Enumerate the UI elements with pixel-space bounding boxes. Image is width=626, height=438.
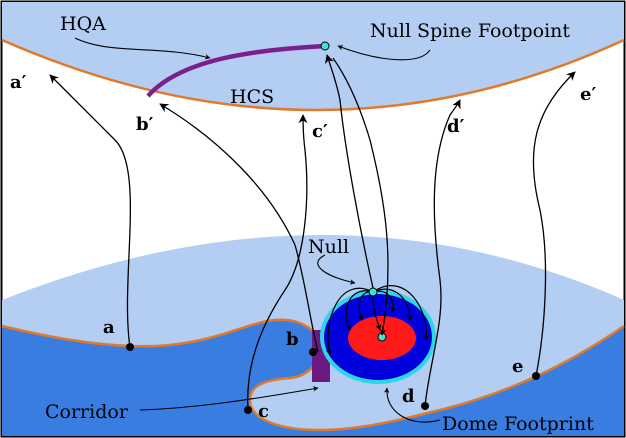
corridor-pointer xyxy=(139,386,319,411)
label-point-c: c xyxy=(258,401,269,422)
lower-sphere-boundary xyxy=(1,318,625,432)
label-hqa: HQA xyxy=(60,13,106,35)
label-point-a-prime: a′ xyxy=(10,72,27,93)
label-point-e-prime: e′ xyxy=(580,84,596,105)
dome-footprint-pointer xyxy=(383,387,441,423)
field-line-b-lower xyxy=(294,244,319,353)
point-e xyxy=(532,372,540,380)
label-dome-footprint: Dome Footprint xyxy=(442,413,594,435)
label-point-d-prime: d′ xyxy=(447,116,465,137)
spine-footpoint-pointer xyxy=(337,45,431,61)
null-spine-footpoint-dot xyxy=(320,41,330,51)
lower-sphere-dark xyxy=(2,319,624,436)
annotation-pointers xyxy=(74,37,441,423)
point-b xyxy=(309,348,317,356)
footpoint-dots xyxy=(126,343,540,414)
null-pointer xyxy=(317,254,356,285)
label-null: Null xyxy=(308,236,349,258)
point-a xyxy=(126,343,134,351)
field-line-b xyxy=(159,103,296,246)
hqa-arc xyxy=(146,43,326,98)
field-line-c xyxy=(247,114,308,411)
upper-sphere-region xyxy=(2,2,624,110)
label-null-spine-footpoint: Null Spine Footpoint xyxy=(370,20,570,42)
hqa-pointer xyxy=(74,37,211,60)
label-point-d: d xyxy=(402,386,415,407)
label-point-b: b xyxy=(286,329,299,350)
null-point xyxy=(368,287,378,297)
field-line-e xyxy=(532,71,576,377)
label-point-b-prime: b′ xyxy=(136,114,154,135)
label-point-c-prime: c′ xyxy=(312,121,328,142)
field-lines xyxy=(49,54,576,411)
spine-line-left xyxy=(324,54,374,289)
hcs-line xyxy=(1,38,625,112)
label-point-a: a xyxy=(103,317,115,338)
field-line-a xyxy=(49,74,132,348)
point-d xyxy=(421,402,429,410)
label-corridor: Corridor xyxy=(45,401,129,423)
point-c xyxy=(244,406,252,414)
spine-line-right xyxy=(332,57,389,336)
label-point-e: e xyxy=(512,356,523,377)
label-hcs: HCS xyxy=(230,86,274,108)
field-line-d xyxy=(424,99,461,407)
